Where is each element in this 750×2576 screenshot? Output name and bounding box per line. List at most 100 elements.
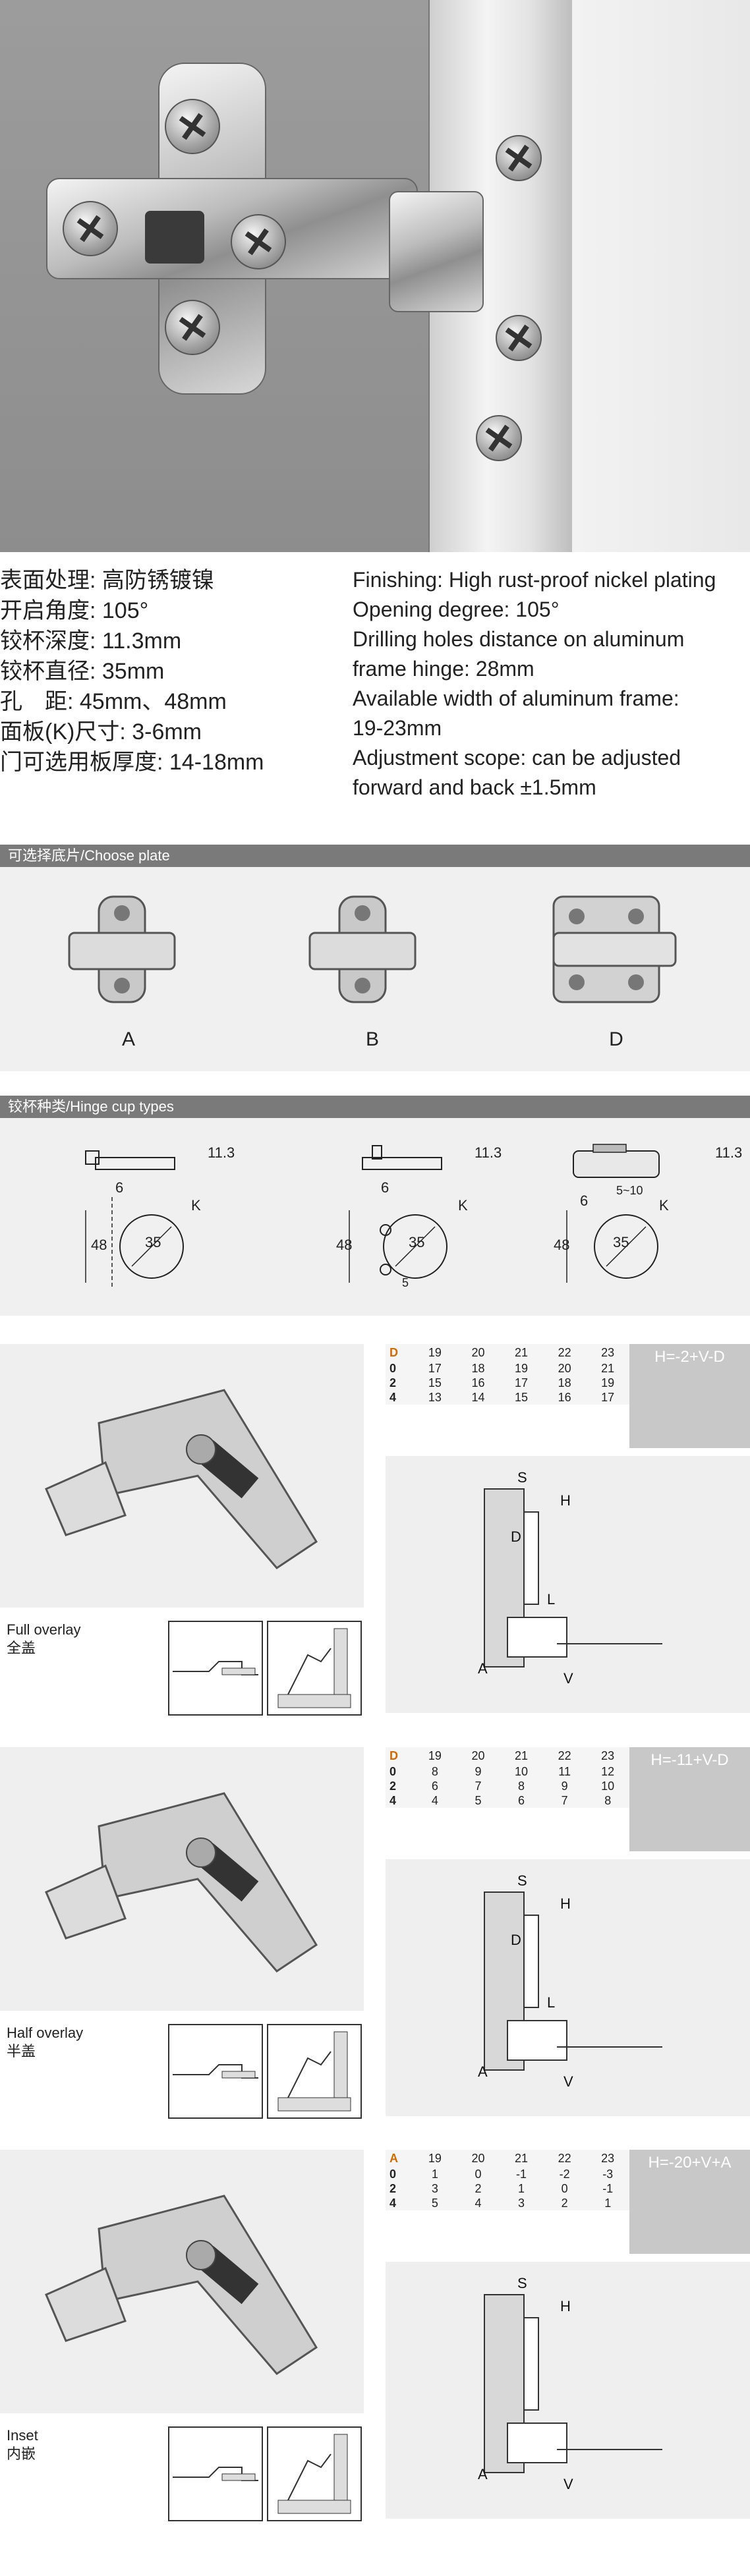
hinge-knuckle bbox=[389, 191, 484, 312]
specs-chinese: 表面处理: 高防锈镀镍 开启角度: 105° 铰杯深度: 11.3mm 铰杯直径… bbox=[0, 565, 349, 777]
overlay-label-en: Half overlay bbox=[7, 2025, 84, 2041]
overlay-label: Inset 内嵌 bbox=[7, 2426, 38, 2463]
table-corner: A bbox=[389, 2151, 398, 2165]
overlay-label: Half overlay 半盖 bbox=[7, 2024, 83, 2061]
table-cell: 4 bbox=[475, 2196, 482, 2210]
table-cell: 17 bbox=[428, 1361, 442, 1375]
spec-line-en: frame hinge: 28mm bbox=[353, 657, 534, 681]
table-cell: 4 bbox=[431, 1793, 438, 1807]
dim-hole: 48 bbox=[91, 1237, 107, 1253]
plate-a-image bbox=[68, 895, 176, 1003]
diagram-label-s: S bbox=[517, 2275, 527, 2291]
spec-line-en: Available width of aluminum frame: bbox=[353, 686, 679, 710]
table-col-header: 22 bbox=[558, 1345, 571, 1359]
door-panel bbox=[523, 2317, 539, 2411]
table-cell: 5 bbox=[431, 2196, 438, 2210]
dim-diameter: 35 bbox=[145, 1234, 161, 1250]
overlay-label-en: Inset bbox=[7, 2427, 38, 2444]
table-cell: 12 bbox=[601, 1764, 615, 1778]
table-cell: 5 bbox=[475, 1793, 482, 1807]
table-col-header: 19 bbox=[428, 2151, 442, 2165]
table-cell: -1 bbox=[602, 2181, 614, 2195]
table-row-header: 2 bbox=[389, 1376, 397, 1389]
spec-line-en: forward and back ±1.5mm bbox=[353, 775, 596, 799]
frame-screw-icon bbox=[496, 315, 542, 361]
arm-screw-icon bbox=[231, 214, 286, 269]
cup-types-header: 铰杯种类/Hinge cup types bbox=[0, 1096, 750, 1118]
diagram-label-s: S bbox=[517, 1872, 527, 1889]
table-row-header: 4 bbox=[389, 1793, 397, 1807]
table-col-header: 20 bbox=[471, 2151, 485, 2165]
spec-line-en: 19-23mm bbox=[353, 716, 442, 740]
hinge-photo bbox=[0, 2150, 364, 2413]
table-row-header: 4 bbox=[389, 2196, 397, 2210]
spec-line-cn: 孔 距: 45mm、48mm bbox=[0, 689, 227, 714]
choose-plate-section: A B D bbox=[0, 867, 750, 1071]
table-cell: 9 bbox=[475, 1764, 482, 1778]
table-cell: 17 bbox=[515, 1376, 529, 1389]
table-cell: 14 bbox=[471, 1390, 485, 1404]
dim-depth: 11.3 bbox=[475, 1144, 502, 1161]
arm-screw-icon bbox=[63, 201, 118, 256]
table-cell: 8 bbox=[518, 1779, 525, 1793]
overlay-diagram-front bbox=[267, 2426, 362, 2521]
cup-types-section: 11.3 6 48 35 K 11.3 6 48 35 K 5 11.3 5~1… bbox=[0, 1118, 750, 1316]
dim-depth: 11.3 bbox=[208, 1144, 235, 1161]
hinge-cup-profile bbox=[507, 2020, 567, 2061]
door-panel bbox=[523, 1511, 539, 1605]
dim-offset: 6 bbox=[381, 1179, 389, 1196]
table-corner: D bbox=[389, 1749, 398, 1762]
overlay-diagram-side bbox=[168, 1621, 263, 1716]
spec-line-cn: 表面处理: 高防锈镀镍 bbox=[0, 568, 214, 593]
overlay-label-cn: 全盖 bbox=[7, 1640, 36, 1656]
table-cell: 18 bbox=[558, 1376, 571, 1389]
table-cell: 7 bbox=[475, 1779, 482, 1793]
table-corner: D bbox=[389, 1345, 398, 1359]
overlay-label-en: Full overlay bbox=[7, 1621, 81, 1638]
hero-product-photo bbox=[0, 0, 750, 552]
table-col-header: 21 bbox=[515, 1345, 529, 1359]
overlay-diagram-side bbox=[168, 2024, 263, 2119]
table-col-header: 22 bbox=[558, 1749, 571, 1762]
table-row-header: 0 bbox=[389, 2167, 397, 2181]
diagram-label-l: L bbox=[547, 1994, 555, 2011]
table-cell: 6 bbox=[518, 1793, 525, 1807]
dim-diameter: 35 bbox=[613, 1234, 629, 1250]
table-cell: 15 bbox=[515, 1390, 529, 1404]
table-cell: 17 bbox=[601, 1390, 615, 1404]
dim-offset: 6 bbox=[580, 1192, 589, 1209]
table-col-header: 23 bbox=[601, 1749, 615, 1762]
overlay-diagram-front bbox=[267, 1621, 362, 1716]
diagram-label-v: V bbox=[563, 1670, 573, 1687]
dim-hole: 48 bbox=[554, 1237, 570, 1253]
overlay-formula: H=-11+V-D bbox=[629, 1747, 750, 1851]
overlay-diagram-side bbox=[168, 2426, 263, 2521]
table-cell: 20 bbox=[558, 1361, 571, 1375]
table-cell: 21 bbox=[601, 1361, 615, 1375]
table-cell: 13 bbox=[428, 1390, 442, 1404]
plate-label-a: A bbox=[121, 1028, 135, 1050]
table-cell: 1 bbox=[604, 2196, 612, 2210]
hinge-photo bbox=[0, 1747, 364, 2011]
diagram-label-s: S bbox=[517, 1469, 527, 1486]
table-cell: 0 bbox=[475, 2167, 482, 2181]
plate-b-image bbox=[308, 895, 417, 1003]
frame-screw-icon bbox=[496, 135, 542, 181]
table-cell: 19 bbox=[601, 1376, 615, 1389]
table-cell: 18 bbox=[471, 1361, 485, 1375]
table-cell: 1 bbox=[518, 2181, 525, 2195]
plate-screw-icon bbox=[165, 99, 220, 154]
table-cell: 2 bbox=[475, 2181, 482, 2195]
diagram-label-v: V bbox=[563, 2073, 573, 2090]
